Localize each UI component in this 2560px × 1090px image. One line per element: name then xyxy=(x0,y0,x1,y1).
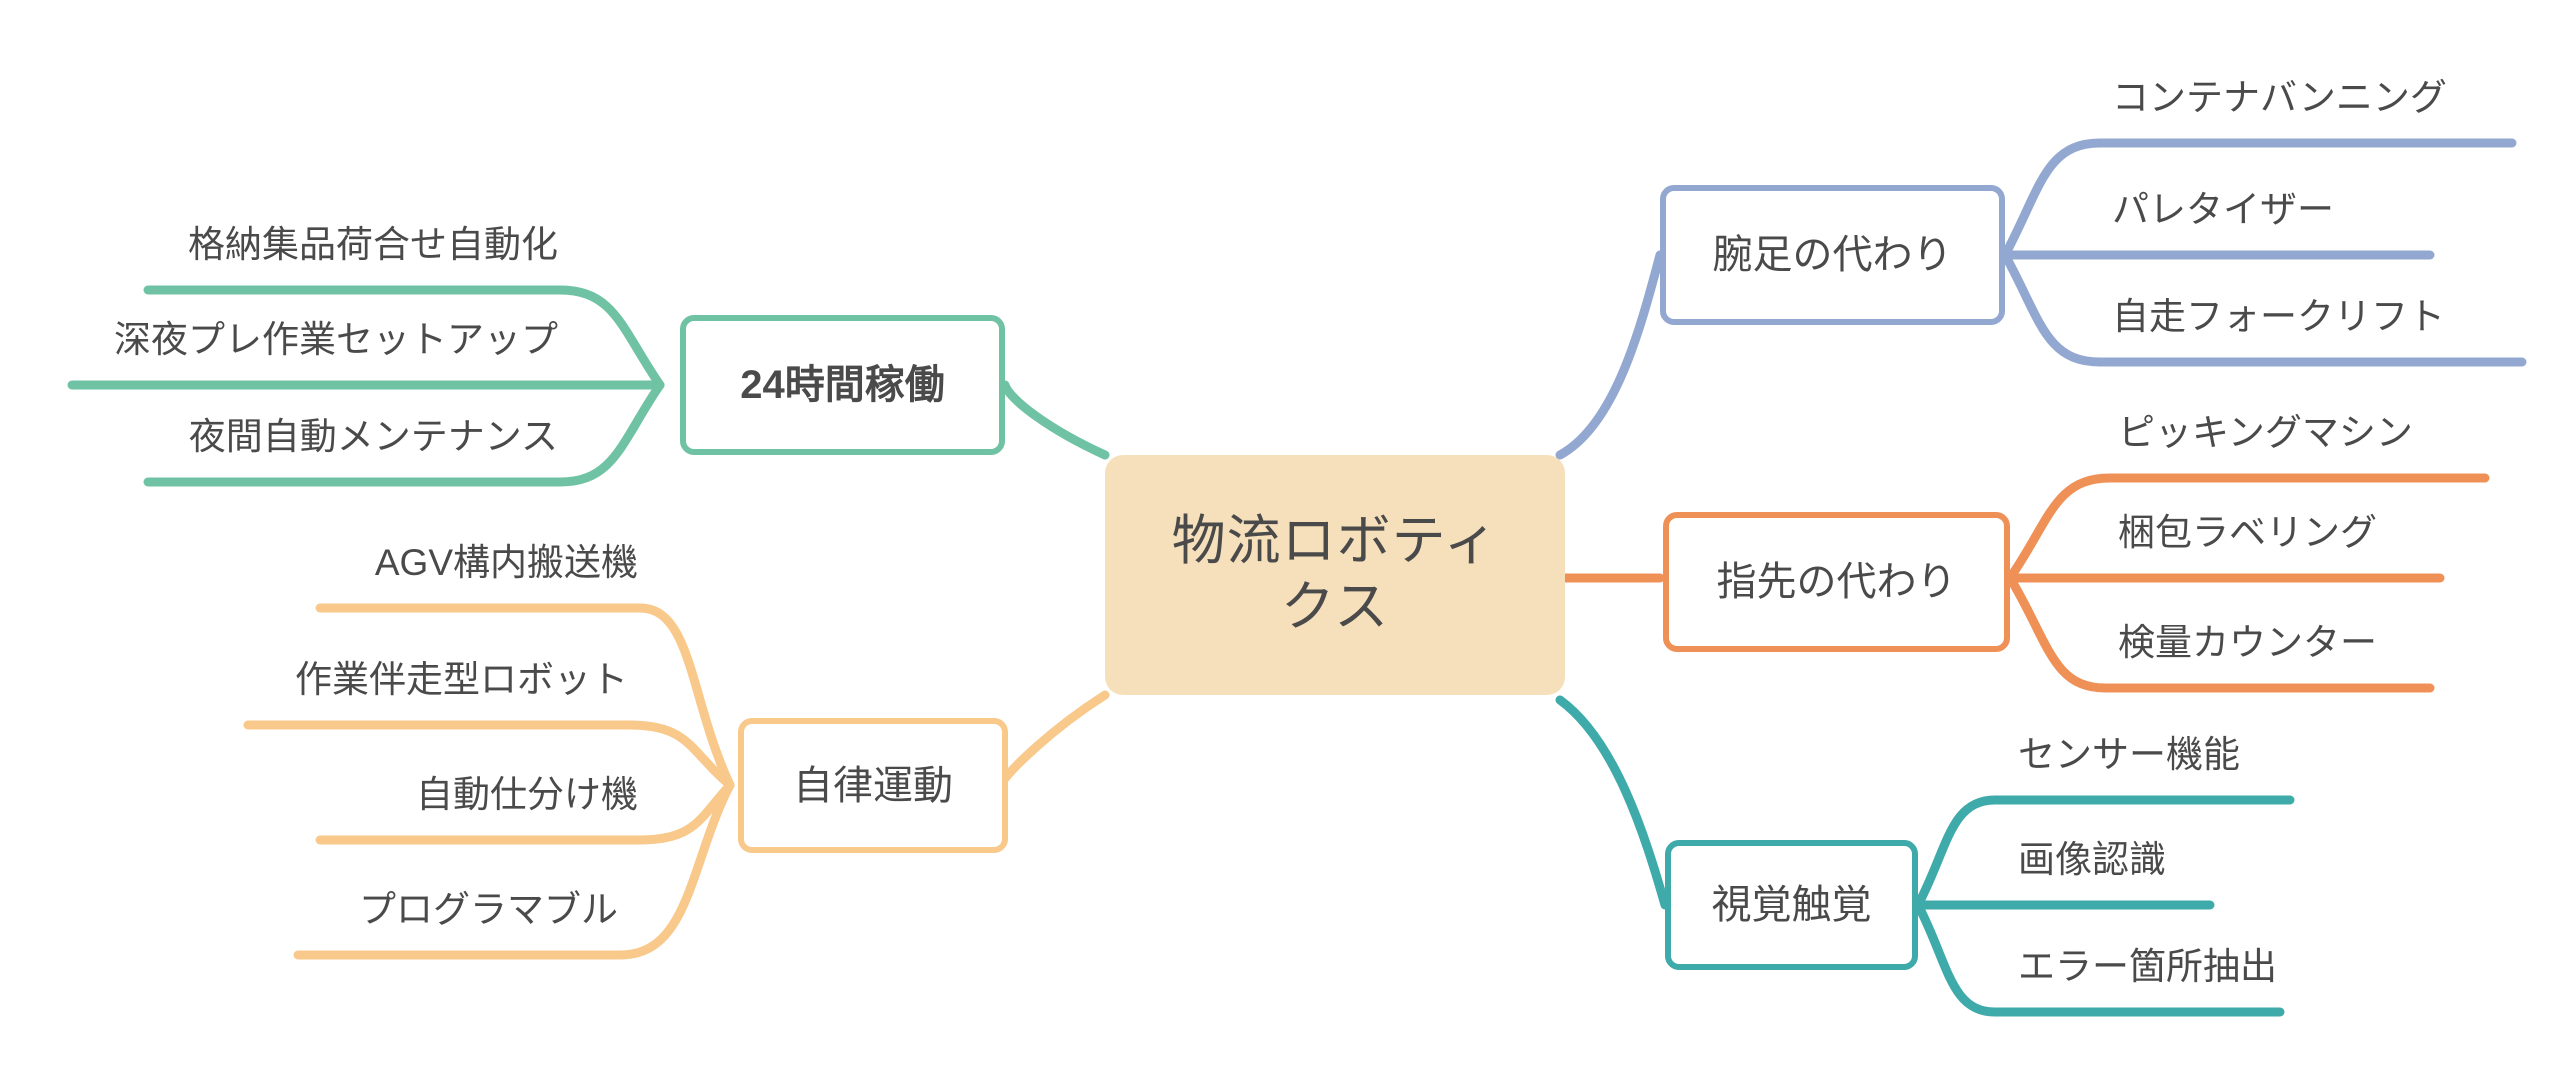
edge-arms-legs-substitute-leaf-0 xyxy=(2000,138,2517,260)
leaf-label-fingertip-substitute-1[interactable]: 梱包ラベリング xyxy=(2118,512,2448,554)
branch-node-arms-legs-substitute[interactable]: 腕足の代わり xyxy=(1660,185,2005,325)
leaf-label-autonomous-motion-1[interactable]: 作業伴走型ロボット xyxy=(248,659,628,701)
leaf-text: プログラマブル xyxy=(359,889,618,930)
edge-vision-touch-leaf-2 xyxy=(1913,900,2285,1017)
leaf-label-vision-touch-2[interactable]: エラー箇所抽出 xyxy=(2018,946,2318,988)
edge-autonomous-motion-leaf-0 xyxy=(315,603,735,790)
leaf-label-operation-24h-2[interactable]: 夜間自動メンテナンス xyxy=(148,416,558,458)
root-node[interactable]: 物流ロボティ クス xyxy=(1105,455,1565,695)
leaf-text: 検量カウンター xyxy=(2118,622,2377,663)
leaf-text: ピッキングマシン xyxy=(2118,412,2413,453)
leaf-label-fingertip-substitute-0[interactable]: ピッキングマシン xyxy=(2118,412,2493,454)
leaf-label-fingertip-substitute-2[interactable]: 検量カウンター xyxy=(2118,622,2448,664)
leaf-label-operation-24h-1[interactable]: 深夜プレ作業セットアップ xyxy=(72,319,558,361)
leaf-text: 夜間自動メンテナンス xyxy=(188,416,558,457)
leaf-text: エラー箇所抽出 xyxy=(2018,946,2277,987)
branch-node-label: 24時間稼働 xyxy=(740,363,945,407)
leaf-text: センサー機能 xyxy=(2018,734,2240,775)
leaf-label-vision-touch-1[interactable]: 画像認識 xyxy=(2018,839,2238,881)
leaf-text: コンテナバンニング xyxy=(2112,77,2447,118)
trunk-to-autonomous-motion xyxy=(995,690,1110,790)
edge-vision-touch-leaf-0 xyxy=(1913,795,2295,910)
leaf-text: AGV構内搬送機 xyxy=(374,542,638,583)
edge-operation-24h-leaf-0 xyxy=(143,285,665,390)
leaf-text: 梱包ラベリング xyxy=(2118,512,2377,553)
branch-node-autonomous-motion[interactable]: 自律運動 xyxy=(738,718,1008,853)
branch-node-fingertip-substitute[interactable]: 指先の代わり xyxy=(1663,512,2010,652)
leaf-label-arms-legs-substitute-1[interactable]: パレタイザー xyxy=(2112,189,2442,231)
edge-autonomous-motion-leaf-1 xyxy=(243,720,735,790)
branch-node-label: 自律運動 xyxy=(793,763,953,808)
leaf-text: 画像認識 xyxy=(2018,839,2166,880)
branch-node-label: 腕足の代わり xyxy=(1712,233,1953,277)
edge-autonomous-motion-leaf-3 xyxy=(293,780,735,960)
root-node-label: 物流ロボティ クス xyxy=(1172,509,1499,641)
leaf-text: 格納集品荷合せ自動化 xyxy=(188,224,558,265)
leaf-text: 深夜プレ作業セットアップ xyxy=(114,319,558,360)
leaf-label-arms-legs-substitute-0[interactable]: コンテナバンニング xyxy=(2112,77,2522,119)
trunk-to-arms-legs-substitute xyxy=(1555,250,1665,460)
leaf-text: 自走フォークリフト xyxy=(2112,296,2445,337)
branch-node-label: 視覚触覚 xyxy=(1711,883,1872,927)
edge-arms-legs-substitute-leaf-2 xyxy=(2000,250,2527,367)
leaf-text: パレタイザー xyxy=(2112,189,2334,230)
leaf-label-autonomous-motion-0[interactable]: AGV構内搬送機 xyxy=(320,542,638,584)
edge-operation-24h-leaf-2 xyxy=(143,380,665,487)
leaf-label-operation-24h-0[interactable]: 格納集品荷合せ自動化 xyxy=(148,224,558,266)
leaf-label-autonomous-motion-3[interactable]: プログラマブル xyxy=(298,889,618,931)
trunk-to-vision-touch xyxy=(1555,695,1670,910)
leaf-text: 作業伴走型ロボット xyxy=(295,659,628,700)
branch-node-operation-24h[interactable]: 24時間稼働 xyxy=(680,315,1005,455)
leaf-label-arms-legs-substitute-2[interactable]: 自走フォークリフト xyxy=(2112,296,2522,338)
edge-fingertip-substitute-leaf-2 xyxy=(2005,573,2435,693)
root-node-label-line1: 物流ロボティ xyxy=(1171,511,1499,572)
leaf-label-autonomous-motion-2[interactable]: 自動仕分け機 xyxy=(320,774,638,816)
edge-fingertip-substitute-leaf-0 xyxy=(2005,473,2490,583)
trunk-to-operation-24h xyxy=(1000,380,1110,460)
root-node-label-line2: クス xyxy=(1280,577,1390,637)
branch-node-vision-touch[interactable]: 視覚触覚 xyxy=(1665,840,1918,970)
leaf-label-vision-touch-0[interactable]: センサー機能 xyxy=(2018,734,2298,776)
leaf-text: 自動仕分け機 xyxy=(416,774,638,815)
branch-node-label: 指先の代わり xyxy=(1716,560,1957,604)
